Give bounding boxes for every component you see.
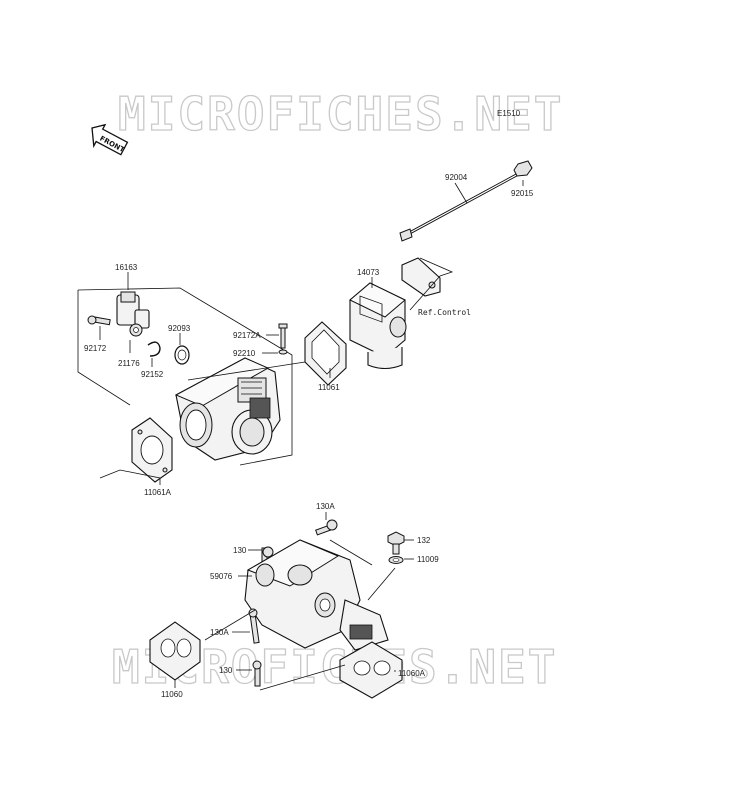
leader-ref-control: [409, 257, 454, 311]
gasket-11060A: [339, 641, 403, 699]
label-59076: 59076: [210, 572, 233, 581]
nut-92015: [513, 160, 533, 177]
label-92210: 92210: [233, 349, 256, 358]
group-bracket-right: [77, 287, 293, 466]
housing-14073: [349, 282, 407, 370]
washer-92210: [278, 349, 288, 355]
watermark-top: MICROFICHES.NET: [118, 87, 563, 141]
bolt-130A-bottom: [248, 608, 260, 644]
label-92172A: 92172A: [233, 331, 261, 340]
bolt-130-bottom: [252, 660, 262, 687]
guide-line-3: [204, 609, 256, 641]
guide-line-2: [329, 539, 373, 566]
leader-92004: [454, 182, 468, 204]
gasket-11060: [149, 621, 201, 681]
bolt-130A-top: [315, 519, 338, 536]
label-11060: 11060: [161, 690, 183, 699]
control-rod: [399, 170, 523, 242]
bolt-132: [387, 531, 405, 555]
throttle-body: [174, 357, 281, 461]
guide-line-4: [259, 664, 346, 691]
clip-92152: [147, 341, 161, 357]
label-16163: 16163: [115, 263, 138, 272]
label-92093: 92093: [168, 324, 191, 333]
label-92172: 92172: [84, 344, 107, 353]
sensor-21176: [116, 291, 150, 337]
group-bracket-left: [77, 290, 131, 406]
gasket-11061A: [131, 417, 173, 483]
label-14073: 14073: [357, 268, 380, 277]
washer-11009: [388, 556, 404, 564]
leader-11061A: [99, 469, 161, 485]
guide-line-1: [187, 361, 306, 381]
label-130-top: 130: [233, 546, 247, 555]
label-11009: 11009: [417, 555, 439, 564]
gasket-11061: [304, 321, 347, 386]
guide-line-5: [367, 567, 396, 601]
label-132: 132: [417, 536, 431, 545]
front-arrow-icon: FRONT: [91, 123, 129, 156]
screw-92172A: [278, 323, 288, 349]
label-11061A: 11061A: [144, 488, 172, 497]
label-130A-bottom: 130A: [210, 628, 229, 637]
intake-manifold-59076: [244, 539, 389, 651]
label-11061: 11061: [318, 383, 340, 392]
label-92152: 92152: [141, 370, 164, 379]
label-21176: 21176: [118, 359, 140, 368]
label-11060A: 11060A: [398, 669, 426, 678]
label-130A-top: 130A: [316, 502, 335, 511]
oring-92093: [174, 345, 190, 365]
screw-92172: [87, 315, 111, 326]
bracket-ref-control: [401, 257, 441, 297]
diagram-code: E1510: [497, 109, 521, 118]
label-130-bottom: 130: [219, 666, 233, 675]
label-92015: 92015: [511, 189, 534, 198]
ref-control-label: Ref.Control: [418, 308, 471, 317]
label-92004: 92004: [445, 173, 468, 182]
